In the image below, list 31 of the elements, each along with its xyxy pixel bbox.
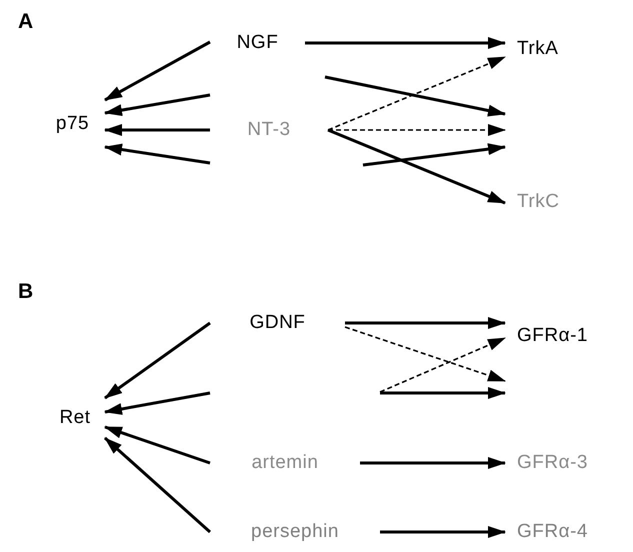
arrow <box>345 317 506 329</box>
node-label: p75 <box>56 113 90 135</box>
node-label: GFRα-4 <box>517 521 588 543</box>
panel-label: A <box>18 10 34 34</box>
dashed-arrow <box>380 337 506 393</box>
node-label: NT-3 <box>247 119 291 141</box>
node-label: NGF <box>236 32 278 54</box>
arrow <box>104 426 210 464</box>
dashed-arrow <box>344 326 506 382</box>
node-label: GFRα-3 <box>517 452 588 474</box>
node-label: GDNF <box>250 312 306 334</box>
arrow <box>104 40 211 102</box>
arrow <box>327 128 506 204</box>
arrow <box>104 436 211 534</box>
node-label: artemin <box>252 452 318 474</box>
arrow <box>104 322 211 400</box>
node-label: persephin <box>251 521 339 543</box>
node-label: Ret <box>59 406 91 428</box>
node-label: GFRα-1 <box>517 325 588 347</box>
arrow <box>104 124 210 136</box>
arrow <box>104 94 210 116</box>
arrow <box>380 526 506 538</box>
dashed-arrow <box>328 56 506 131</box>
dashed-arrow <box>328 124 506 136</box>
arrow <box>305 37 506 49</box>
arrow <box>360 457 506 469</box>
arrow <box>104 392 210 415</box>
panel-label: B <box>18 280 34 304</box>
node-label: TrkC <box>517 190 560 212</box>
arrow <box>104 144 210 164</box>
node-label: TrkA <box>517 38 558 60</box>
